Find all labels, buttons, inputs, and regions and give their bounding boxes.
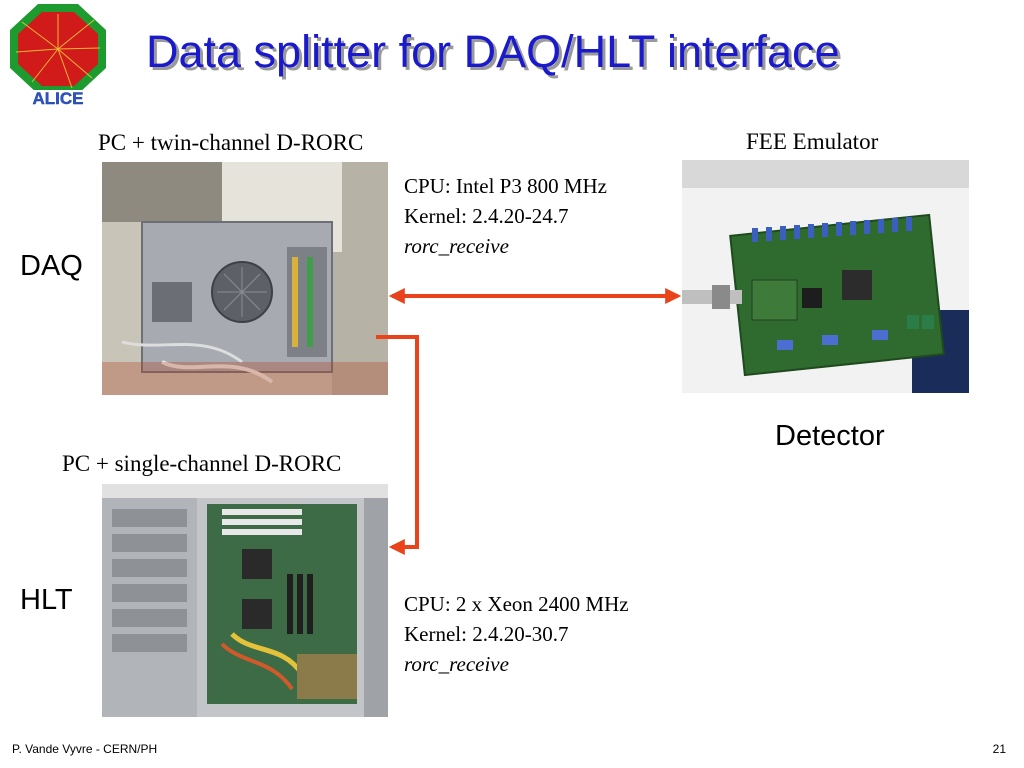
hlt-spec: CPU: 2 x Xeon 2400 MHz Kernel: 2.4.20-30… (404, 589, 629, 679)
hlt-cpu: CPU: 2 x Xeon 2400 MHz (404, 592, 629, 616)
hlt-program: rorc_receive (404, 652, 509, 676)
daq-caption: PC + twin-channel D-RORC (98, 130, 364, 155)
slide-title: Data splitter for DAQ/HLT interface (146, 26, 840, 77)
daq-spec: CPU: Intel P3 800 MHz Kernel: 2.4.20-24.… (404, 171, 607, 261)
daq-label: DAQ (20, 250, 83, 282)
logo-text: ALICE (33, 89, 84, 106)
hlt-kernel: Kernel: 2.4.20-30.7 (404, 622, 569, 646)
daq-pc-photo (102, 162, 388, 395)
daq-program: rorc_receive (404, 234, 509, 258)
fee-caption: FEE Emulator (746, 129, 879, 154)
footer-author: P. Vande Vyvre - CERN/PH (12, 742, 158, 756)
alice-logo: ALICE (2, 4, 114, 106)
hlt-pc-photo (102, 484, 388, 717)
detector-label: Detector (775, 420, 885, 452)
hlt-label: HLT (20, 584, 73, 616)
fee-emulator-photo (682, 160, 969, 393)
page-number: 21 (992, 742, 1006, 756)
splitter-hlt-link-arrow (376, 335, 419, 555)
daq-kernel: Kernel: 2.4.20-24.7 (404, 204, 569, 228)
hlt-caption: PC + single-channel D-RORC (62, 451, 342, 476)
daq-cpu: CPU: Intel P3 800 MHz (404, 174, 608, 198)
